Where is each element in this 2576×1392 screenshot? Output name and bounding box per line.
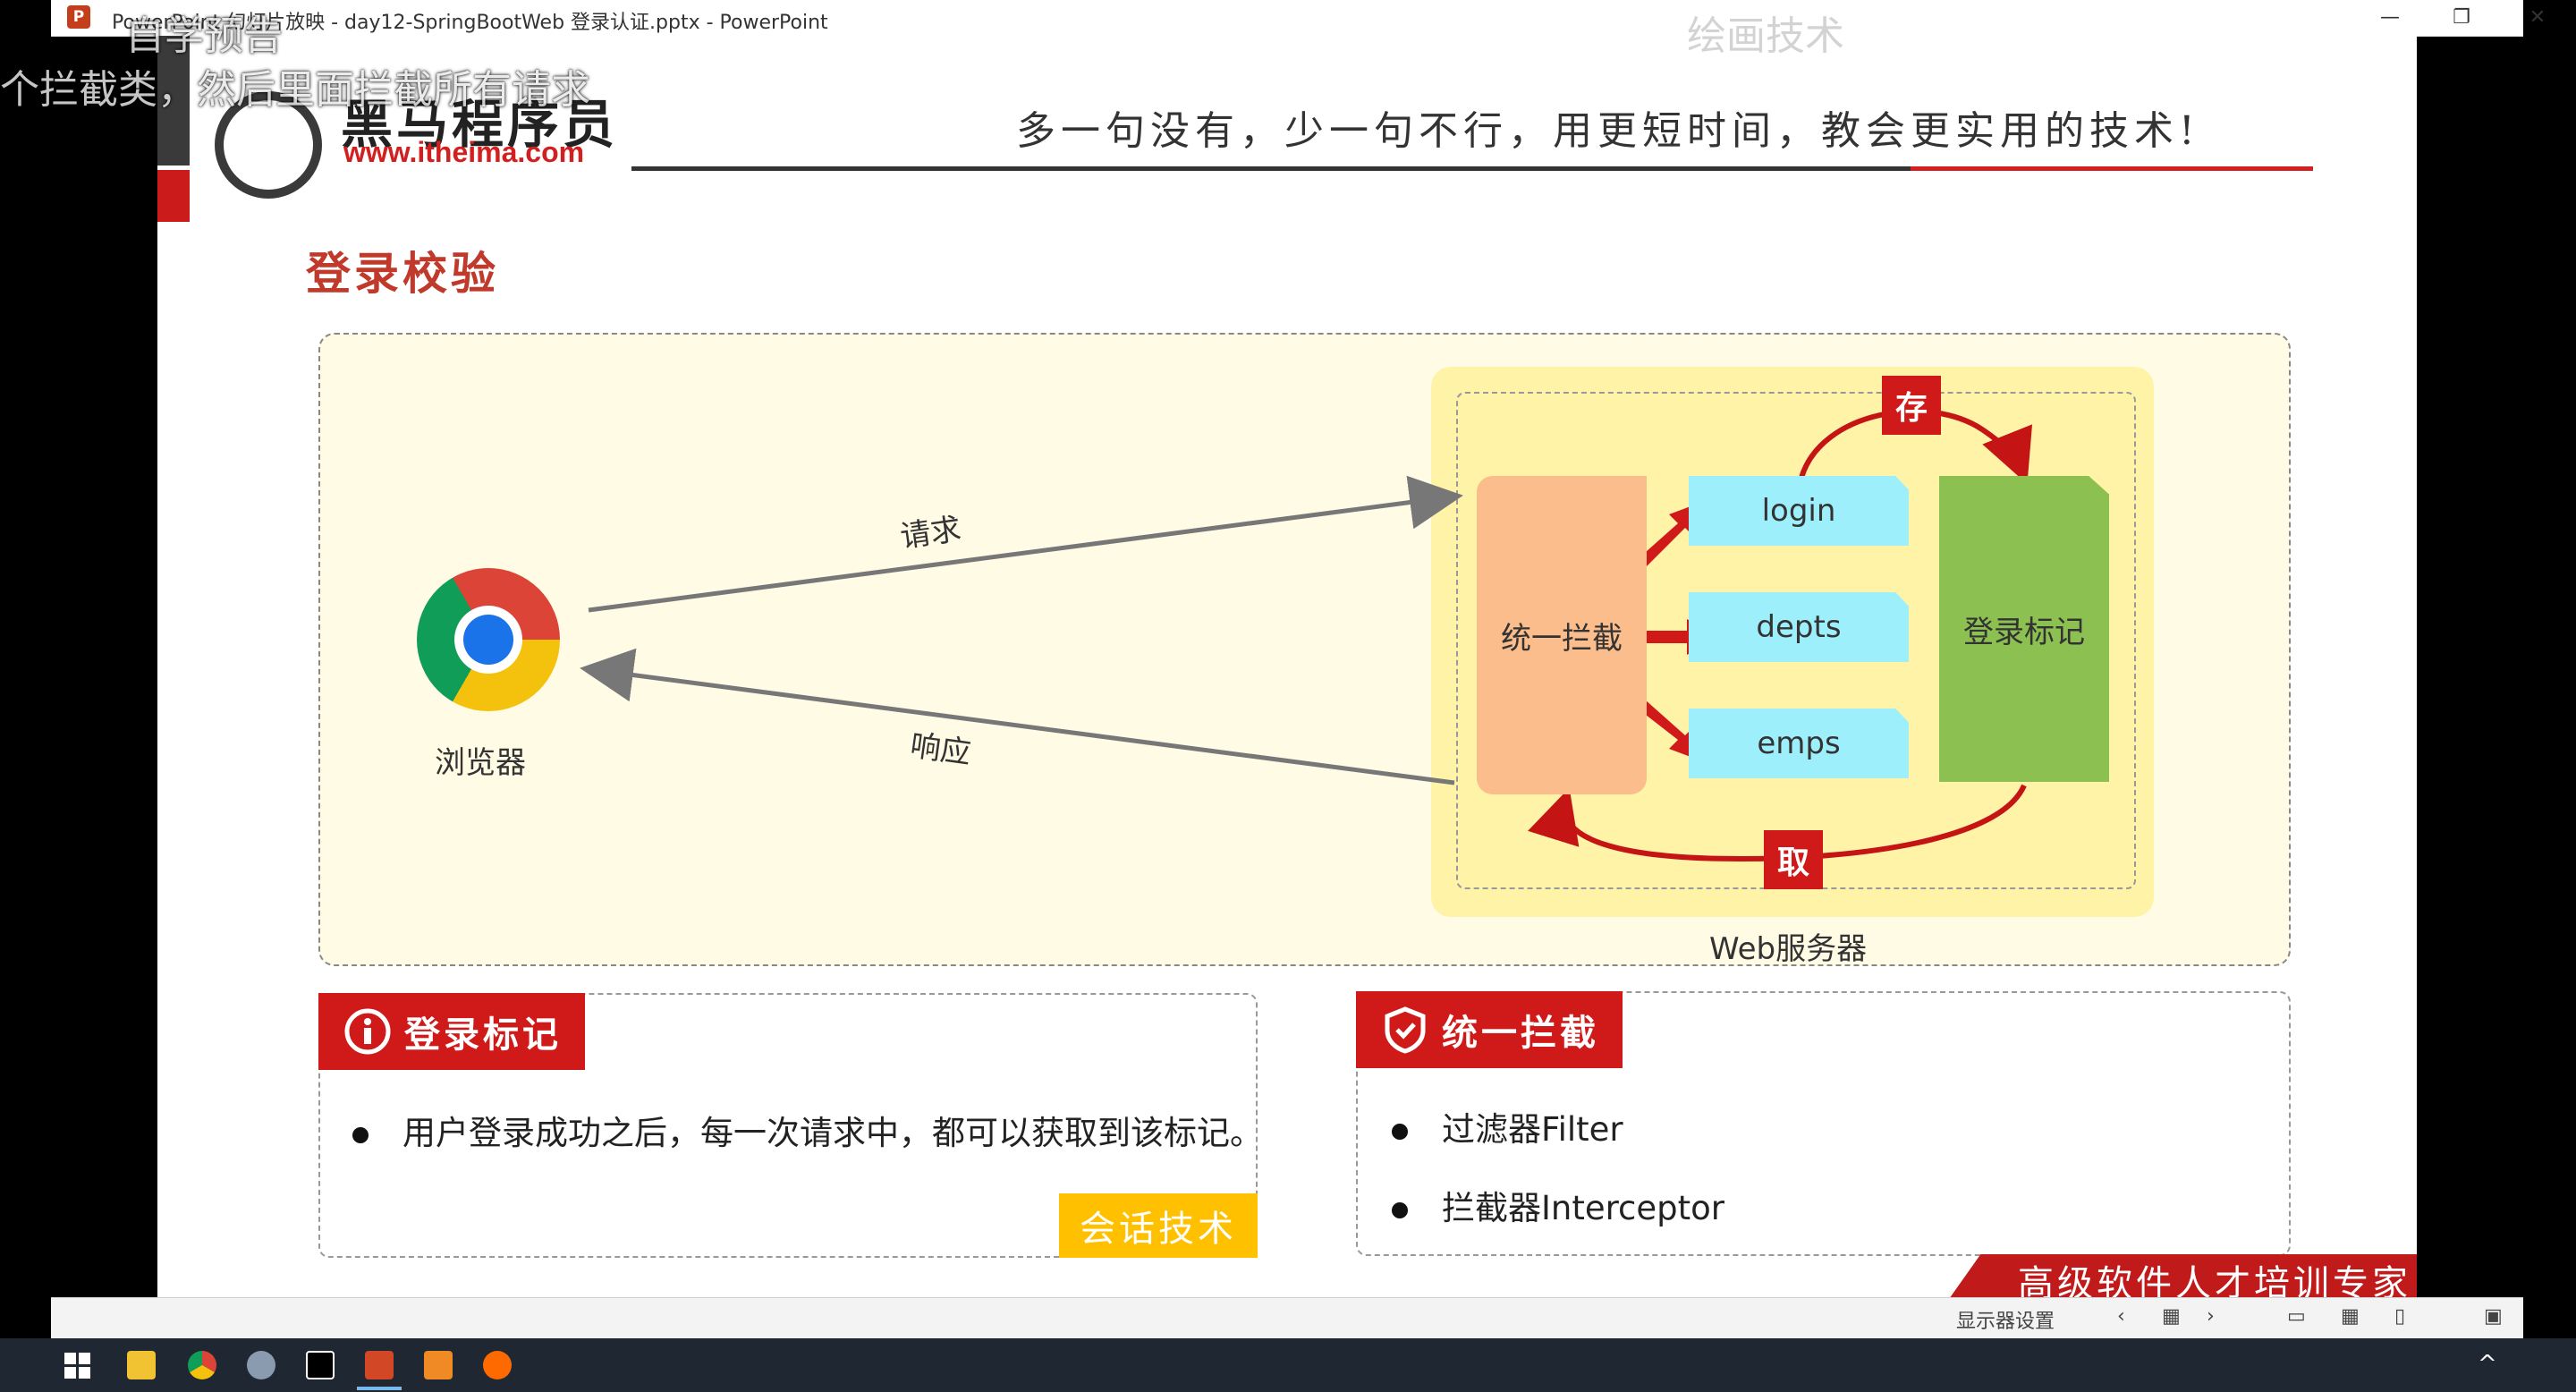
request-arrow	[588, 475, 1463, 613]
close-button[interactable]: ✕	[2529, 6, 2546, 29]
taskbar: ^	[0, 1338, 2576, 1392]
intellij-taskbar-icon[interactable]	[306, 1351, 335, 1379]
windows-start-icon[interactable]	[64, 1353, 91, 1379]
next-slide-icon[interactable]: ›	[2207, 1305, 2215, 1328]
display-settings-button[interactable]: 显示器设置	[1956, 1311, 2055, 1333]
request-label: 请求	[898, 511, 963, 556]
itheima-logo-icon	[215, 91, 322, 199]
logo-text: 黑马程序员	[341, 94, 619, 155]
file-explorer-icon[interactable]	[127, 1351, 156, 1379]
slogan: 多一句没有，少一句不行，用更短时间，教会更实用的技术!	[1016, 108, 2200, 154]
left-caption: 个拦截类，然后里面拦截所有请求	[0, 67, 590, 113]
interceptor-box: 统一拦截	[1477, 476, 1647, 794]
slide: 黑马程序员 www.itheima.com 多一句没有，少一句不行，用更短时间，…	[157, 36, 2417, 1297]
chrome-icon	[417, 568, 560, 711]
unified-intercept-panel-title: 统一拦截	[1442, 1013, 1599, 1054]
media-taskbar-icon[interactable]	[424, 1351, 453, 1379]
endpoint-login: login	[1689, 476, 1909, 546]
session-tech-badge: 会话技术	[1059, 1193, 1258, 1258]
powerpoint-taskbar-icon[interactable]	[365, 1351, 394, 1379]
draw-taskbar-icon[interactable]	[483, 1351, 512, 1379]
top-center-caption: 绘画技术	[1687, 13, 1844, 59]
top-left-caption: 自学预告	[125, 13, 283, 59]
response-arrow	[580, 648, 1455, 785]
response-label: 响应	[908, 727, 973, 772]
login-flag-box: 登录标记	[1939, 476, 2109, 782]
dispatch-arrow-login	[1638, 501, 1705, 568]
section-title: 登录校验	[306, 248, 499, 300]
login-flag-panel-title: 登录标记	[404, 1014, 562, 1056]
web-server-label: Web服务器	[1709, 931, 1868, 967]
endpoint-emps: emps	[1689, 709, 1909, 778]
fetch-tag: 取	[1764, 830, 1823, 889]
restore-button[interactable]: ❐	[2453, 6, 2470, 29]
slideshow-icon[interactable]: ▣	[2484, 1305, 2503, 1328]
app-taskbar-icon[interactable]	[247, 1351, 275, 1379]
dispatch-arrow-emps	[1638, 700, 1705, 762]
normal-view-icon[interactable]: ▭	[2287, 1305, 2306, 1328]
slide-side-tab-accent	[157, 170, 190, 222]
fetch-arrow	[1528, 784, 2027, 862]
login-flag-panel-header: 登录标记	[318, 993, 585, 1070]
header-divider	[631, 166, 1919, 171]
info-icon	[343, 1007, 392, 1056]
powerpoint-icon: P	[67, 5, 90, 29]
status-bar: 显示器设置 ‹ ▦ › ▭ ▦ ▯ ▣	[51, 1297, 2523, 1339]
window-title-bar: P PowerPoint 幻灯片放映 - day12-SpringBootWeb…	[51, 0, 2546, 37]
footer-slogan: 高级软件人才培训专家	[2018, 1263, 2411, 1297]
tray-chevron-up-icon[interactable]: ^	[2478, 1351, 2497, 1378]
grid-view-icon[interactable]: ▦	[2341, 1305, 2360, 1328]
window-title: PowerPoint 幻灯片放映 - day12-SpringBootWeb 登…	[112, 12, 828, 34]
browser-label: 浏览器	[435, 745, 526, 781]
filter-bullet: 过滤器Filter	[1392, 1102, 1623, 1150]
interceptor-bullet: 拦截器Interceptor	[1392, 1181, 1724, 1229]
shield-icon	[1381, 1006, 1429, 1054]
login-flag-bullet: 用户登录成功之后，每一次请求中，都可以获取到该标记。	[352, 1106, 1263, 1154]
endpoint-depts: depts	[1689, 592, 1909, 662]
prev-slide-icon[interactable]: ‹	[2117, 1305, 2125, 1328]
store-tag: 存	[1882, 376, 1941, 435]
unified-intercept-panel-header: 统一拦截	[1356, 991, 1623, 1068]
footer-banner	[1943, 1254, 2417, 1297]
minimize-button[interactable]: —	[2380, 6, 2400, 29]
slide-side-tab	[157, 36, 190, 166]
header-divider-accent	[1911, 166, 2313, 171]
chrome-taskbar-icon[interactable]	[188, 1351, 216, 1379]
active-app-indicator	[357, 1387, 402, 1390]
slide-sorter-icon[interactable]: ▦	[2162, 1305, 2181, 1328]
reading-view-icon[interactable]: ▯	[2394, 1305, 2406, 1328]
logo-url: www.itheima.com	[343, 136, 585, 168]
store-arrow	[1799, 408, 2033, 485]
